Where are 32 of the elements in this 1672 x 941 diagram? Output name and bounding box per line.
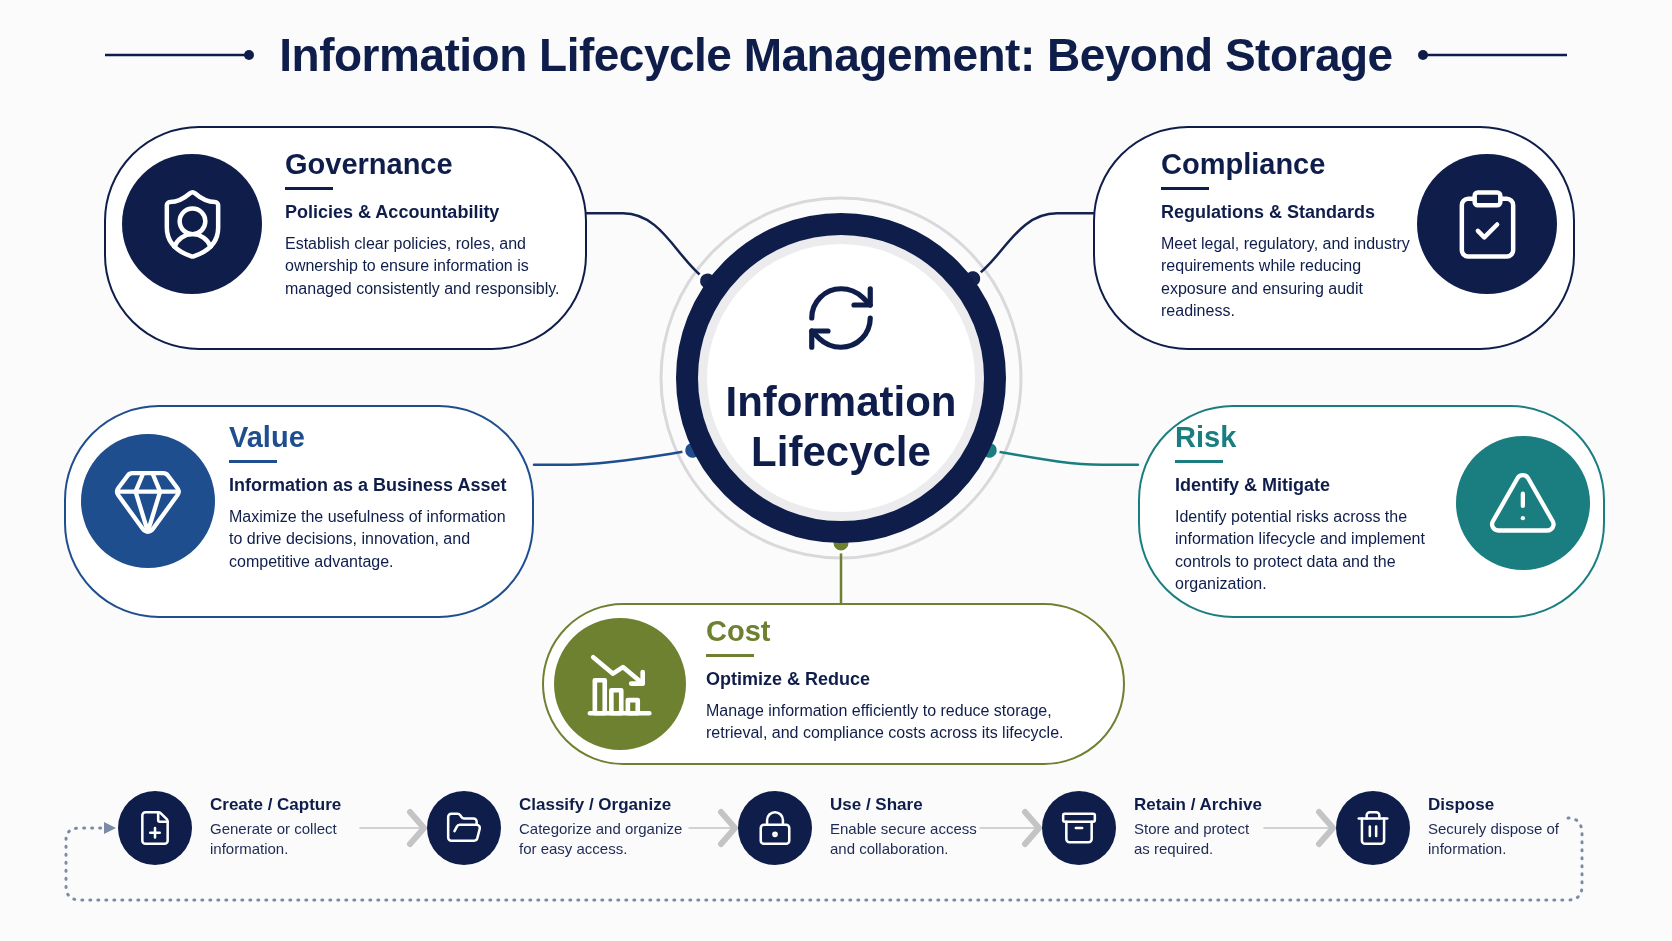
step-title: Retain / Archive xyxy=(1134,795,1263,815)
step-title: Use / Share xyxy=(830,795,924,815)
step-description: Enable secure access and collaboration. xyxy=(830,819,978,860)
card-heading: Value xyxy=(229,421,306,455)
card-heading: Risk xyxy=(1175,421,1238,455)
step-description: Store and protect as required. xyxy=(1134,819,1251,860)
chevron-arrow xyxy=(979,809,1043,847)
card-description: Maximize the usefulness of information to drive decisions, innovation, and competitive advantage. xyxy=(229,507,507,572)
card-description: Establish clear policies, roles, and ownership to ensure information is managed consistently and responsibly. xyxy=(285,234,561,299)
card-heading: Cost xyxy=(706,615,772,649)
dotted-loop-arrow xyxy=(64,816,1584,902)
step-title: Create / Capture xyxy=(210,795,343,815)
diagram-title: Information Lifecycle Management: Beyond Storage xyxy=(279,28,1393,82)
chevron-arrow xyxy=(688,809,739,847)
card-subtitle: Information as a Business Asset xyxy=(229,475,508,497)
card-description: Meet legal, regulatory, and industry requirements while reducing exposure and ensuring audit readiness. xyxy=(1161,234,1411,321)
card-subtitle: Identify & Mitigate xyxy=(1175,475,1331,497)
center-title: Information Lifecycle xyxy=(724,376,958,477)
card-subtitle: Optimize & Reduce xyxy=(706,669,872,691)
card-heading: Compliance xyxy=(1161,148,1327,182)
step-title: Classify / Organize xyxy=(519,795,673,815)
card-description: Identify potential risks across the information lifecycle and implement controls to protect data and the organization. xyxy=(1175,507,1426,594)
card-subtitle: Regulations & Standards xyxy=(1161,202,1377,224)
step-title: Dispose xyxy=(1428,795,1496,815)
step-description: Securely dispose of information. xyxy=(1428,819,1560,860)
step-description: Generate or collect information. xyxy=(210,819,338,860)
card-description: Manage information efficiently to reduce storage, retrieval, and compliance costs across its lifecycle. xyxy=(706,701,1065,744)
card-subtitle: Policies & Accountability xyxy=(285,202,501,224)
card-heading: Governance xyxy=(285,148,454,182)
chevron-arrow xyxy=(1263,809,1337,847)
chevron-arrow xyxy=(359,809,428,847)
step-description: Categorize and organize for easy access. xyxy=(519,819,684,860)
